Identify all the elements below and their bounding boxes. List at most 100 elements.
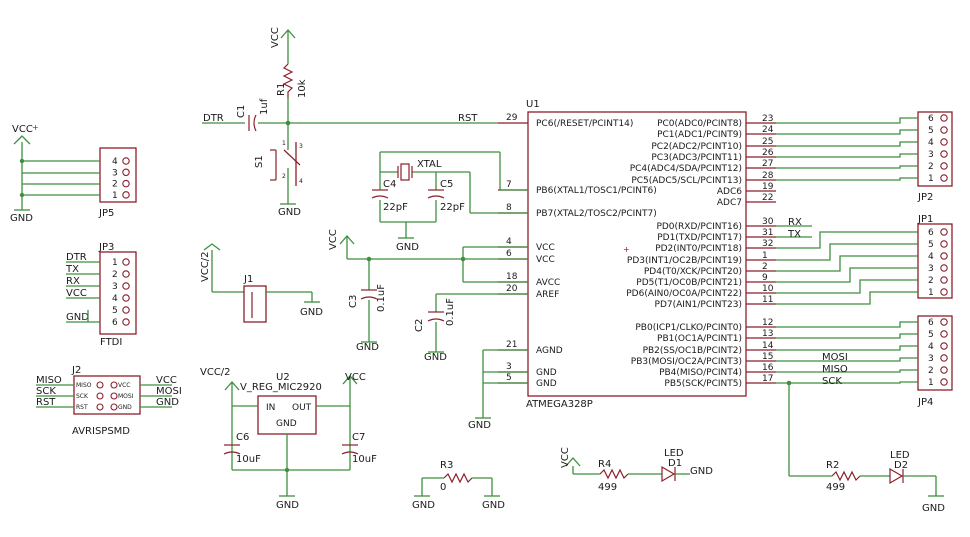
u1-pin-name: GND	[536, 379, 557, 389]
header-pin	[122, 168, 130, 177]
ftdi-net-label: GND	[66, 312, 89, 323]
u1-pin-number: 7	[506, 180, 512, 190]
r3-value: 0	[440, 482, 446, 493]
header-pin-number: 4	[112, 157, 118, 167]
u1-pin-name: PB3(MOSI/OC2A/PCINT3)	[631, 357, 742, 367]
vcc-symbol-jp5: VCC +	[12, 123, 39, 145]
u1-pin-name: PC0(ADC0/PCINT8)	[657, 119, 742, 129]
jp3-value: FTDI	[100, 337, 122, 348]
pb-bus-wire	[776, 333, 918, 339]
u1-pin-number: 2	[762, 262, 768, 272]
jp3-name: JP3	[98, 242, 114, 253]
c1-value: 1uf	[259, 98, 270, 115]
c4-name: C4	[383, 179, 396, 190]
u1-pin-name: PB4(MISO/PCINT4)	[659, 368, 742, 378]
header-pin-number: 4	[928, 342, 934, 352]
header-pin	[122, 258, 130, 266]
header-pin-number: 3	[928, 354, 934, 364]
c5-capacitor: C5 22pF	[427, 179, 465, 213]
u1-pin-number: 12	[762, 318, 773, 328]
svg-text:VCC: VCC	[328, 229, 339, 250]
u2-regulator: U2 V_REG_MIC2920 IN OUT GND	[232, 372, 350, 496]
isp-pin-name: RST	[76, 404, 88, 411]
c4-value: 22pF	[383, 202, 408, 213]
svg-text:GND: GND	[396, 242, 419, 253]
miso-net-label: MISO	[822, 364, 848, 375]
u1-pin-name: PD1(TXD/PCINT17)	[657, 233, 742, 243]
u2-name: U2	[276, 372, 290, 383]
u1-pin-number: 17	[762, 374, 773, 384]
svg-text:GND: GND	[482, 500, 505, 511]
u1-pin-number: 8	[506, 203, 512, 213]
header-pin-number: 6	[928, 114, 934, 124]
header-pin	[122, 282, 130, 290]
dtr-net-label: DTR	[203, 113, 224, 124]
header-pin	[940, 150, 948, 158]
svg-text:IN: IN	[266, 403, 275, 413]
r1-name: R1	[276, 83, 287, 96]
u1-pin-number: 20	[506, 284, 518, 294]
u1-pin-name: PC1(ADC1/PCINT9)	[657, 130, 742, 140]
s1-name: S1	[254, 155, 265, 168]
header-pin-number: 5	[112, 306, 118, 316]
header-pin	[940, 330, 948, 338]
u1-plus-mark: +	[623, 245, 630, 254]
c7-name: C7	[352, 432, 365, 443]
u1-pin-name: VCC	[536, 255, 555, 265]
pc-bus-wire	[776, 117, 918, 124]
u1-pin-number: 15	[762, 352, 773, 362]
u1-pin-number: 13	[762, 329, 773, 339]
header-pin	[940, 138, 948, 146]
u1-pin-name: AREF	[536, 290, 559, 300]
u1-pin-number: 1	[762, 251, 768, 261]
pd-bus-wire	[776, 231, 918, 249]
header-pin	[940, 162, 948, 170]
u1-pin-name: PD2(INT0/PCINT18)	[655, 244, 742, 254]
tx-net-label: TX	[787, 229, 801, 240]
svg-text:GND: GND	[424, 352, 447, 363]
header-pin-number: 2	[928, 162, 934, 172]
d2-value: LED	[890, 450, 910, 461]
pc-bus-wire	[776, 129, 918, 135]
header-pin	[122, 157, 130, 165]
header-pin	[940, 288, 948, 296]
header-pin	[940, 366, 948, 374]
isp-net-label: MOSI	[156, 386, 182, 397]
u1-pin-name: PB7(XTAL2/TOSC2/PCINT7)	[536, 209, 657, 219]
header-pin-number: 1	[112, 258, 118, 268]
gnd-symbol-c2: GND	[424, 351, 447, 363]
u1-pin-name: PC5(ADC5/SCL/PCINT13)	[631, 176, 742, 186]
u1-pin-number: 10	[762, 284, 774, 294]
j2-value: AVRISPSMD	[72, 426, 130, 437]
c1-name: C1	[236, 105, 247, 118]
r1-resistor: R1 10k	[276, 40, 308, 98]
isp-pin-name: VCC	[118, 382, 130, 389]
header-pin-number: 4	[112, 294, 118, 304]
u1-pin-name: PC4(ADC4/SDA/PCINT12)	[630, 164, 742, 174]
rst-net-label: RST	[458, 113, 478, 124]
header-pin-number: 4	[928, 252, 934, 262]
pd-bus-wire	[776, 267, 918, 283]
u2-value: V_REG_MIC2920	[240, 382, 322, 393]
r4-d1-circuit: VCC R4 499 LED D1 GND	[560, 447, 713, 493]
pb-bus-wire	[776, 381, 918, 384]
ftdi-net-label: VCC	[66, 288, 87, 299]
j1-jumper: VCC/2 GND J1	[200, 243, 323, 323]
gnd-symbol-c3: GND	[356, 341, 379, 353]
r4-value: 499	[598, 482, 617, 493]
header-pin-number: 2	[928, 366, 934, 376]
c6-value: 10uF	[236, 454, 261, 465]
c3-capacitor: C3 0.1uF	[348, 284, 387, 312]
vcc-symbol-u1: VCC	[328, 229, 355, 250]
svg-text:3: 3	[299, 143, 303, 150]
vcc2-symbol-u2: VCC/2	[200, 367, 240, 470]
pd-bus-wire	[776, 291, 918, 305]
u1-pin-name: PC2(ADC2/PCINT10)	[651, 142, 742, 152]
pb-bus-wire	[776, 369, 918, 373]
header-pin	[940, 264, 948, 272]
d1-name: D1	[668, 458, 682, 469]
vcc-symbol-r1: VCC	[270, 27, 296, 48]
ftdi-net-label: RX	[66, 276, 80, 287]
